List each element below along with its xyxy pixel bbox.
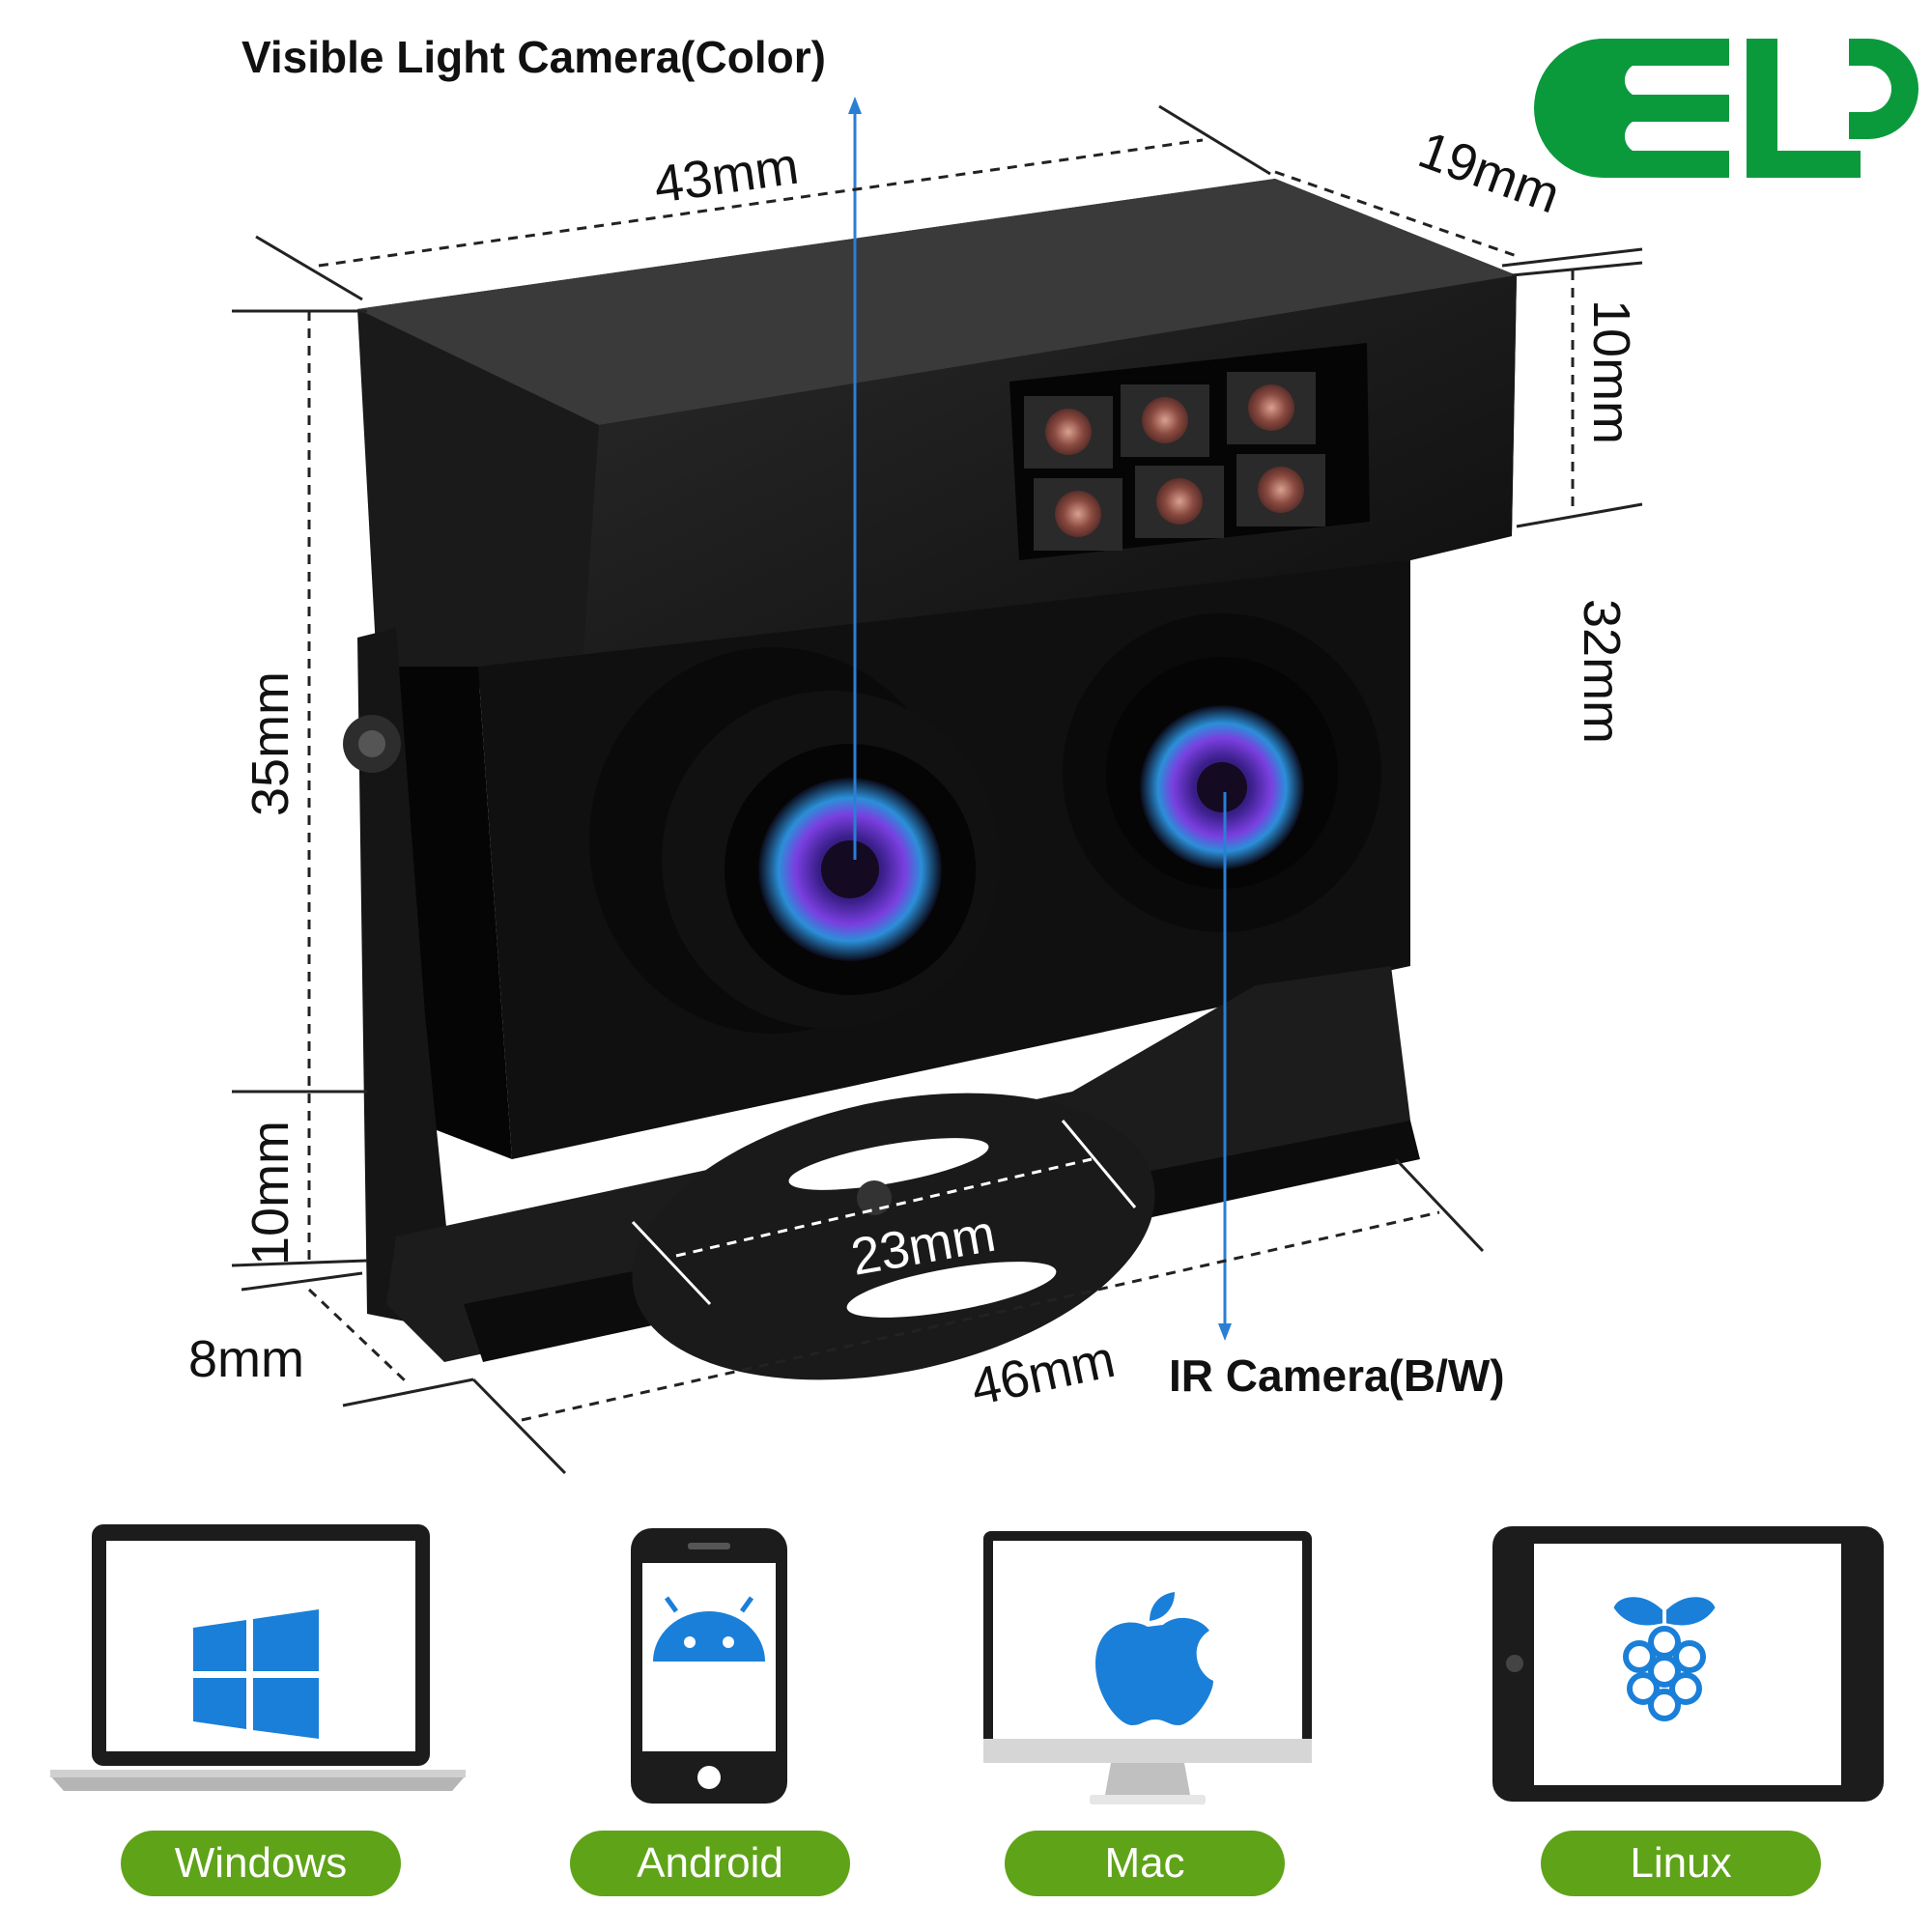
dim-bracket-depth: 8mm	[188, 1330, 304, 1388]
phone-device	[631, 1528, 787, 1804]
visible-light-lens	[589, 647, 1000, 1034]
dim-led-height: 10mm	[1582, 299, 1640, 444]
os-pill-windows: Windows	[121, 1831, 401, 1896]
apple-icon	[1095, 1592, 1213, 1725]
dim-bracket-height: 10mm	[242, 1121, 299, 1265]
os-label-linux: Linux	[1630, 1839, 1732, 1887]
os-pill-mac: Mac	[1005, 1831, 1285, 1896]
tablet-device	[1492, 1526, 1884, 1802]
os-label-android: Android	[637, 1839, 783, 1887]
ir-camera-arrow	[1218, 792, 1232, 1341]
os-pill-linux: Linux	[1541, 1831, 1821, 1896]
ir-camera-label: IR Camera(B/W)	[1169, 1350, 1505, 1401]
ir-lens	[1063, 613, 1381, 932]
ir-leds	[1024, 372, 1325, 551]
os-pill-android: Android	[570, 1831, 850, 1896]
dimension-lines	[231, 104, 1643, 1475]
visible-camera-label: Visible Light Camera(Color)	[242, 32, 826, 82]
mount-plate	[632, 1093, 1155, 1380]
android-icon	[653, 1596, 765, 1662]
monitor-device	[983, 1531, 1312, 1804]
os-label-mac: Mac	[1104, 1839, 1185, 1887]
raspberry-pi-icon	[1613, 1597, 1716, 1721]
visible-camera-arrow	[848, 97, 862, 860]
dim-total-height: 35mm	[242, 671, 299, 816]
dim-body-height: 32mm	[1573, 599, 1631, 744]
elp-logo	[1534, 39, 1918, 178]
os-label-windows: Windows	[174, 1839, 348, 1887]
laptop-device	[50, 1524, 466, 1791]
dim-width-top: 43mm	[650, 137, 802, 214]
windows-icon	[193, 1609, 319, 1739]
